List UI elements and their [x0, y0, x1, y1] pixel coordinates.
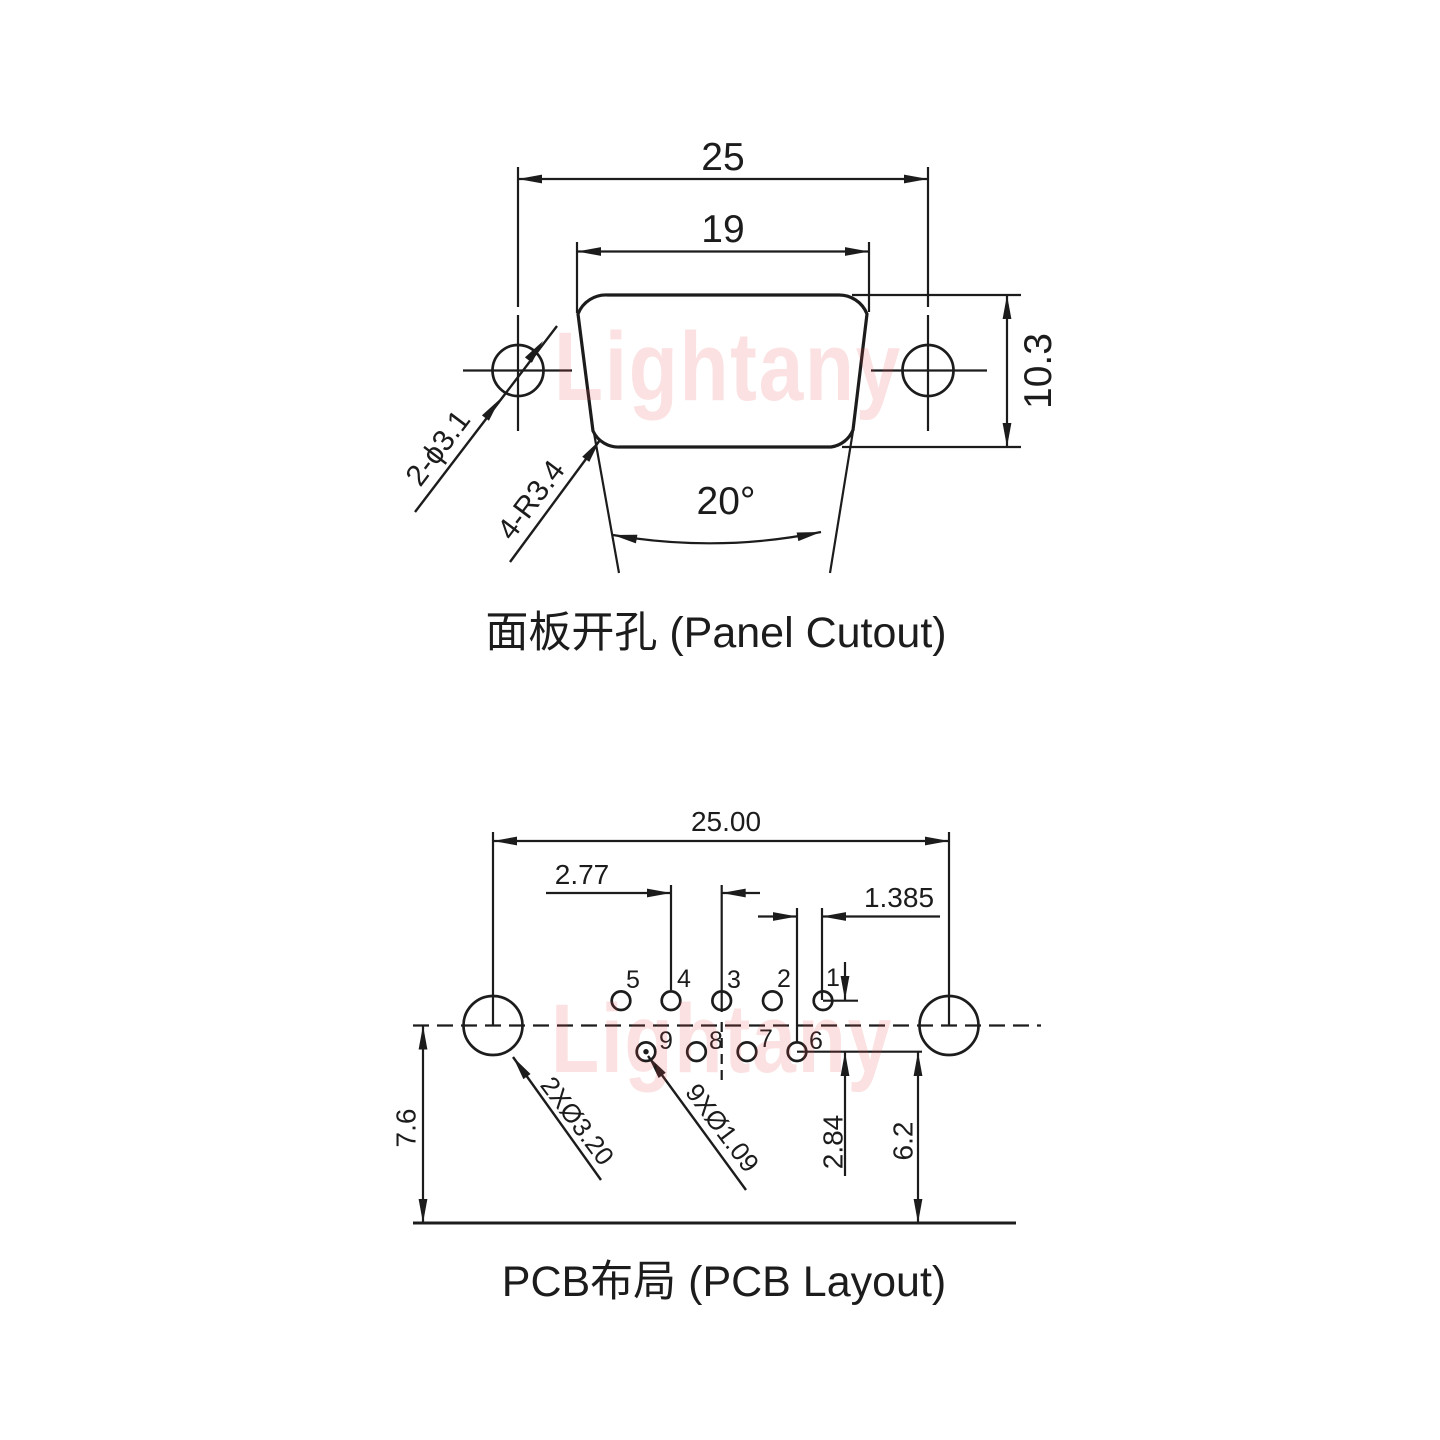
leader-line: [512, 1056, 602, 1181]
dim-axis-to-edge: 7.6: [390, 1025, 428, 1223]
pin-number-5: 5: [626, 966, 640, 994]
angle-side-line: [592, 432, 621, 574]
pin-number-4: 4: [677, 965, 691, 993]
pin-number-6: 6: [809, 1027, 823, 1055]
mount-hole-left: [463, 343, 572, 398]
leader-line: [509, 439, 601, 563]
dim-row-offset: 1.385: [758, 882, 940, 1042]
pcb-mount-hole-left: [462, 994, 524, 1057]
arrowhead: [481, 399, 500, 421]
dim-row-to-edge-label: 6.2: [887, 1122, 918, 1161]
dim-row-spacing: 2.84: [797, 962, 922, 1176]
dim-pin-pitch: 2.77: [546, 859, 760, 1086]
corner-radius-callout: 4-R3.4: [491, 439, 601, 563]
pin-hole-5: [610, 990, 632, 1012]
pin-number-7: 7: [759, 1025, 773, 1053]
pin-hole-2: [761, 990, 783, 1012]
pin-hole-9-center-dot: [643, 1049, 649, 1055]
pin-number-2: 2: [777, 965, 791, 993]
hole-diameter-label: 2-ϕ3.1: [400, 404, 478, 492]
watermark-top: Lightany: [554, 312, 902, 421]
leader-line: [647, 1055, 747, 1191]
dim-row-spacing-label: 2.84: [817, 1115, 848, 1170]
pcb-mount-hole-right: [918, 994, 980, 1057]
pin-number-8: 8: [709, 1027, 723, 1055]
angle-label: 20°: [697, 480, 756, 523]
pin-hole-8: [685, 1041, 708, 1063]
dim-pin-pitch-label: 2.77: [555, 859, 610, 890]
mount-hole-right: [871, 343, 987, 398]
angle-side-line: [828, 430, 855, 574]
dim-axis-to-edge-label: 7.6: [390, 1109, 421, 1148]
arrowhead: [524, 341, 543, 363]
watermark-bottom: Lightany: [551, 984, 893, 1093]
pin-hole-9: [635, 1041, 657, 1063]
dim-mount-hole-span-label: 25.00: [691, 806, 761, 837]
dim-inner-width-label: 19: [701, 208, 744, 251]
dim-row-offset-label: 1.385: [864, 882, 934, 913]
angle-dimension: 20°: [592, 430, 855, 574]
dim-outer-width-label: 25: [701, 136, 744, 179]
pcb-layout-title: PCB布局 (PCB Layout): [502, 1258, 946, 1306]
pin-hole-7: [736, 1041, 758, 1063]
dim-inner-width: 19: [575, 208, 871, 313]
cutout-outline: [576, 293, 869, 449]
pin-row-bottom: 9 8 7 6: [635, 1025, 823, 1063]
dim-outer-width: 25: [516, 136, 930, 431]
panel-cutout-title: 面板开孔 (Panel Cutout): [485, 609, 946, 657]
pin-hole-4: [660, 990, 682, 1012]
pin-number-9: 9: [659, 1027, 673, 1055]
dim-mount-hole-span: 25.00: [491, 806, 951, 1025]
pin-number-3: 3: [727, 966, 741, 994]
pin-number-1: 1: [826, 964, 840, 992]
dim-cutout-height-label: 10.3: [1017, 333, 1060, 409]
dim-cutout-height: 10.3: [842, 293, 1060, 449]
angle-arc: [612, 530, 822, 545]
dim-row-to-edge: 6.2: [887, 1052, 923, 1223]
